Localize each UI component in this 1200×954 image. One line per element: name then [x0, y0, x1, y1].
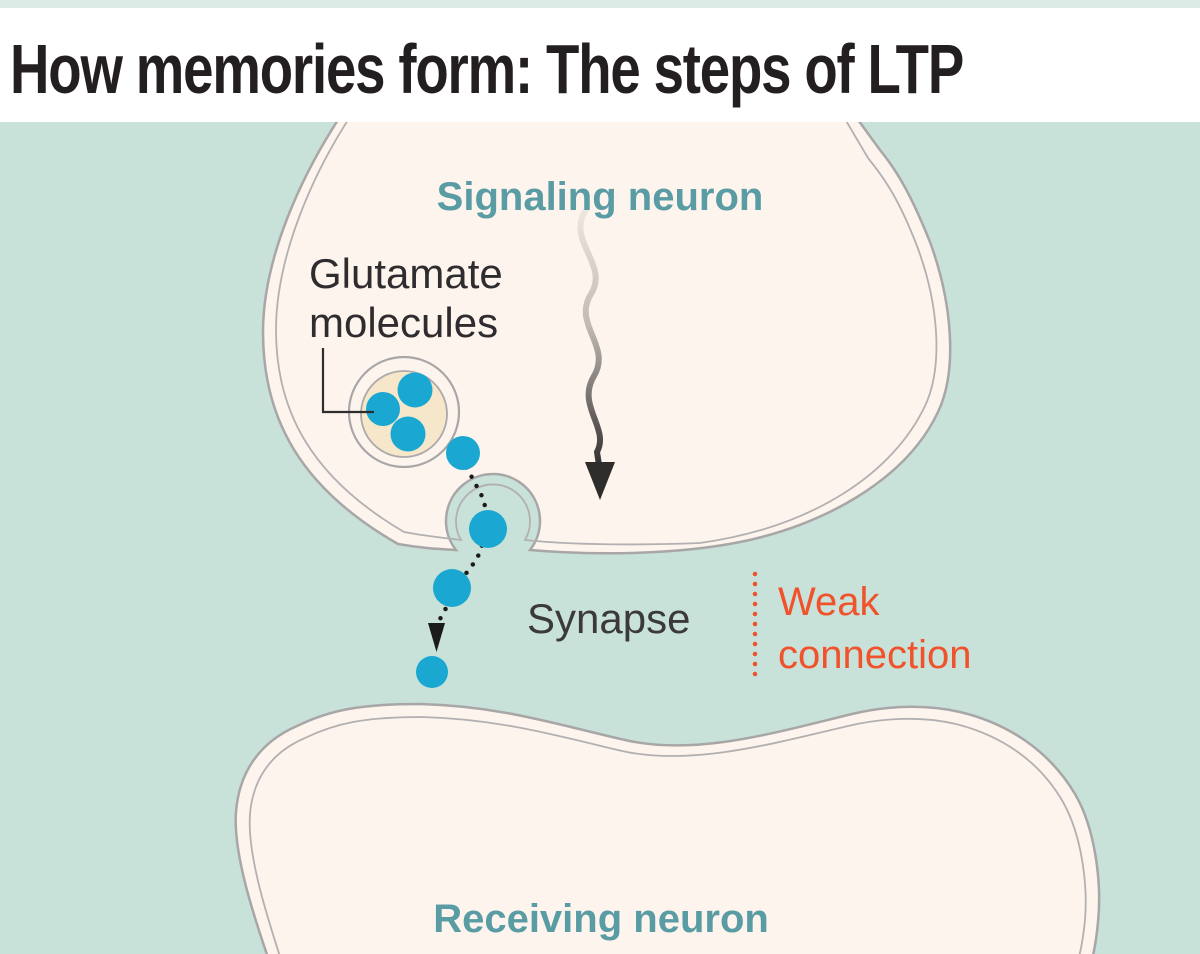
page-title: How memories form: The steps of LTP — [10, 30, 964, 108]
signaling-neuron-label: Signaling neuron — [437, 175, 764, 219]
receiving-neuron-label: Receiving neuron — [433, 897, 769, 941]
receiving-neuron-inner-membrane — [248, 716, 1087, 954]
glutamate-molecule — [390, 416, 426, 452]
weak-connection-label-line1: Weak — [778, 580, 881, 624]
page-header: How memories form: The steps of LTP — [0, 8, 1200, 122]
ltp-diagram-canvas: Signaling neuron Glutamate molecules Syn… — [0, 122, 1200, 954]
glutamate-molecule — [469, 510, 507, 548]
glutamate-molecule — [433, 569, 471, 607]
weak-connection-label-line2: connection — [778, 633, 971, 677]
glutamate-molecule — [366, 392, 400, 426]
signal-flow-arrow-icon — [577, 205, 604, 468]
synapse-label: Synapse — [527, 595, 690, 642]
glutamate-path-arrowhead-icon — [428, 623, 445, 652]
glutamate-molecule — [397, 372, 433, 408]
ltp-diagram: Signaling neuron Glutamate molecules Syn… — [0, 122, 1200, 954]
glutamate-label-line1: Glutamate — [309, 250, 503, 297]
receiving-neuron-shape — [234, 702, 1101, 954]
glutamate-pointer-line — [321, 348, 374, 414]
glutamate-molecule — [446, 436, 480, 470]
signal-flow-arrowhead-icon — [585, 462, 615, 500]
glutamate-label-line2: molecules — [309, 299, 498, 346]
glutamate-molecule — [416, 656, 448, 688]
top-accent-strip — [0, 0, 1200, 8]
signaling-neuron-inner-membrane — [275, 122, 938, 546]
